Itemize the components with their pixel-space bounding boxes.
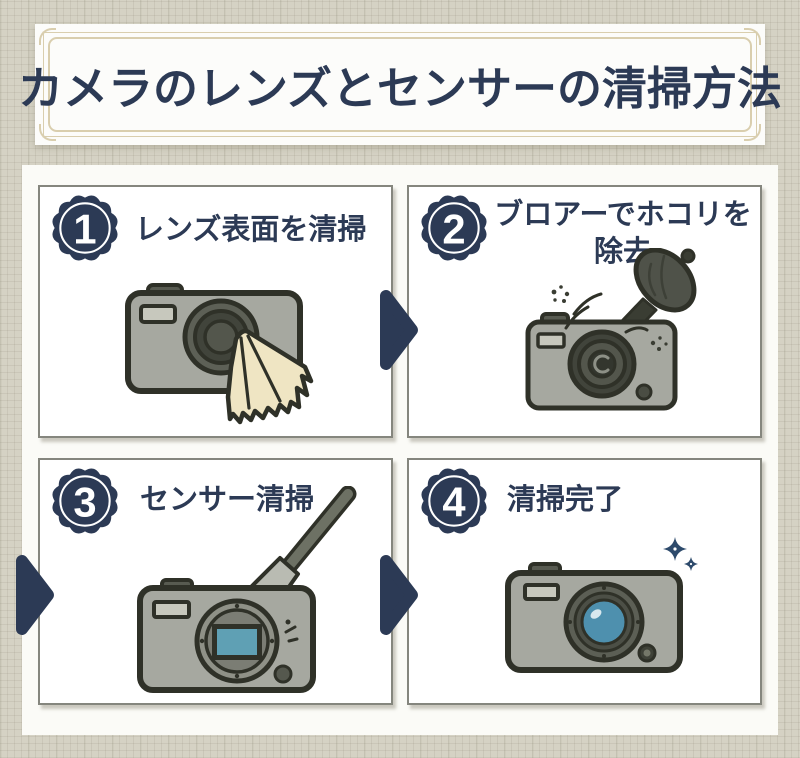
- seal-icon: [52, 468, 118, 534]
- step-4-label: 清掃完了: [507, 484, 624, 516]
- camera-viewfinder: [139, 304, 177, 324]
- camera-viewfinder: [536, 332, 566, 349]
- step-2-label: ブロアーでホコリを 除去: [489, 197, 757, 271]
- corner-ornament-icon: [39, 124, 56, 141]
- step-number: 2: [442, 205, 465, 252]
- seal-icon: [52, 195, 118, 261]
- camera-sensor-swab-illustration: [137, 486, 357, 693]
- lens-screws: [568, 586, 640, 658]
- title-banner: カメラのレンズとセンサーの清掃方法: [18, 24, 782, 145]
- step-1-label: レンズ表面を清掃: [135, 214, 367, 246]
- cleaning-cloth: [225, 328, 314, 425]
- step-2-label-line1: ブロアーでホコリを: [494, 199, 752, 231]
- badge-ring: [428, 202, 480, 254]
- clean-camera-illustration: [505, 537, 698, 673]
- flow-arrow-icon: [380, 290, 418, 370]
- camera-lens: [563, 581, 645, 663]
- step-3-label: センサー清掃: [140, 484, 315, 516]
- step-number: 1: [73, 205, 96, 252]
- badge-ring: [59, 202, 111, 254]
- badge-ring: [428, 475, 480, 527]
- corner-ornament-icon: [39, 28, 56, 45]
- camera-viewfinder: [523, 583, 560, 601]
- page-title: カメラのレンズとセンサーの清掃方法: [17, 63, 783, 114]
- step-4-badge: 4: [417, 464, 491, 538]
- camera-with-cloth-illustration: [125, 283, 314, 425]
- camera-viewfinder: [152, 600, 191, 619]
- step-3-badge: 3: [48, 464, 122, 538]
- motion-marks: [284, 619, 299, 643]
- seal-icon: [421, 195, 487, 261]
- step-number: 3: [73, 478, 96, 525]
- lens-mount: [194, 598, 280, 684]
- flow-arrow-icon: [380, 555, 418, 635]
- camera-button: [635, 383, 653, 401]
- camera-lens: [567, 329, 637, 399]
- lens-glass: [580, 598, 628, 646]
- flow-arrow-icon: [16, 555, 54, 635]
- dust-particles: [551, 285, 668, 351]
- badge-ring: [59, 475, 111, 527]
- step-card-1: 1 レンズ表面を清掃: [38, 185, 393, 438]
- camera-sensor: [217, 629, 257, 655]
- step-2-badge: 2: [417, 191, 491, 265]
- sparkle-icon: [663, 537, 698, 571]
- mount-screws: [199, 603, 275, 679]
- corner-ornament-icon: [744, 124, 761, 141]
- motion-lines: [564, 292, 649, 334]
- seal-icon: [421, 468, 487, 534]
- corner-ornament-icon: [744, 28, 761, 45]
- step-number: 4: [442, 478, 465, 525]
- camera-button: [273, 664, 293, 684]
- camera-with-blower-illustration: [525, 248, 697, 411]
- step-1-badge: 1: [48, 191, 122, 265]
